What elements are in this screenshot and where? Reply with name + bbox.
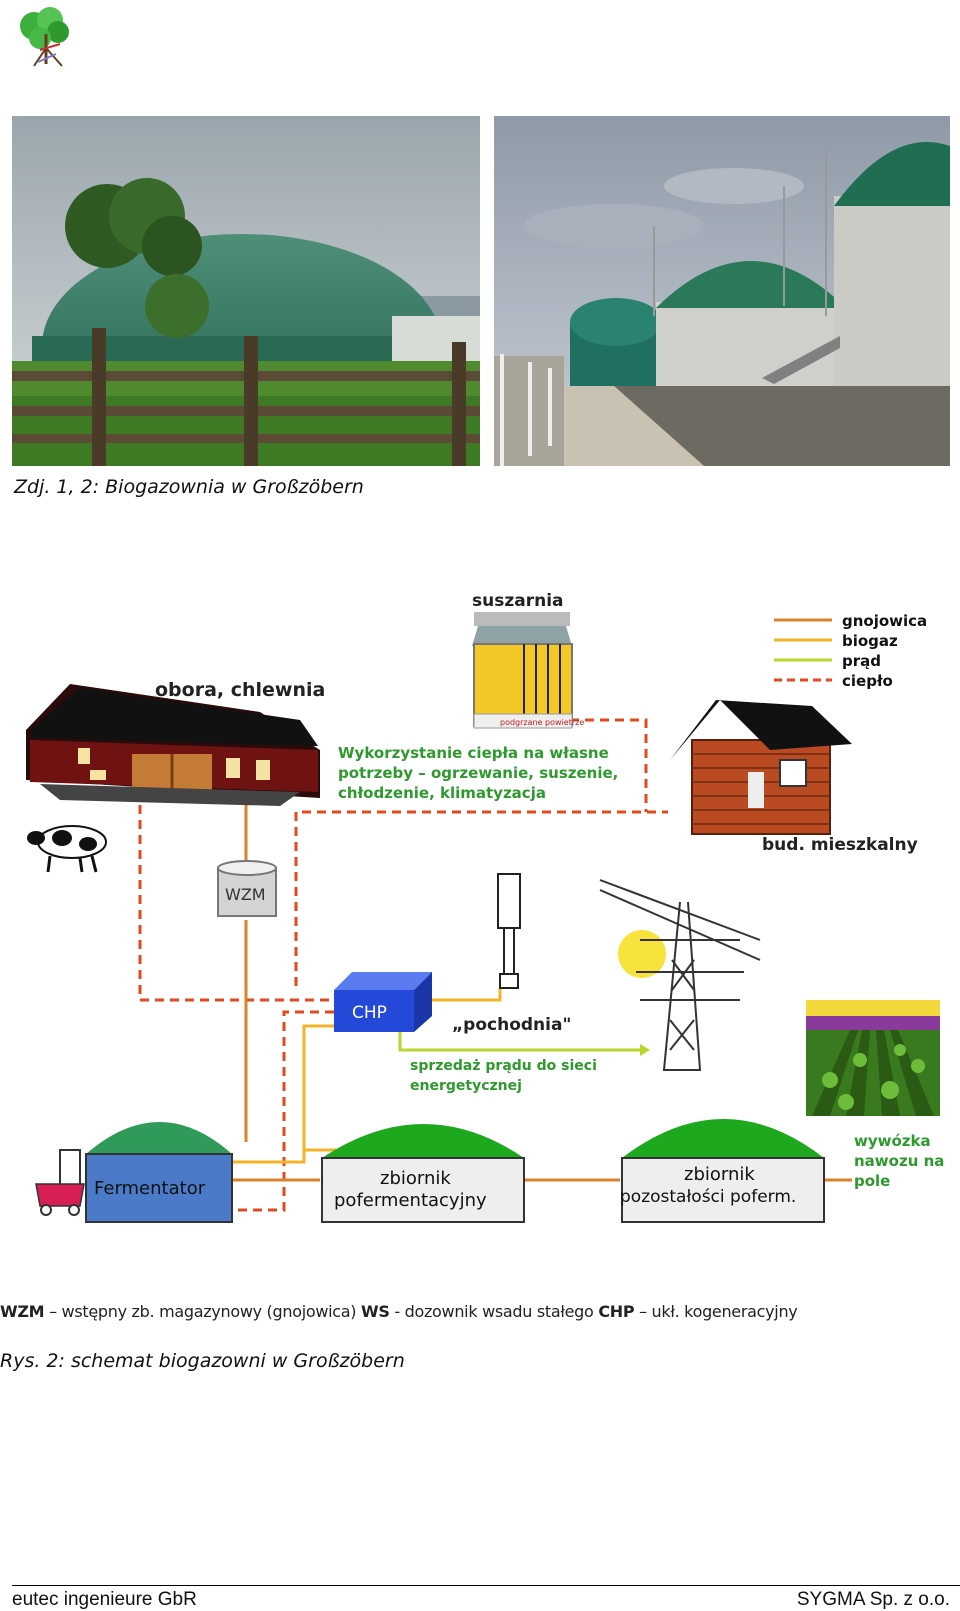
cart-icon bbox=[35, 1149, 85, 1216]
biogas-plant-diagram: gnojowica biogaz prąd ciepło obor bbox=[26, 591, 944, 1223]
footer-left: eutec ingenieure GbR bbox=[12, 1589, 197, 1610]
dryer-icon bbox=[472, 612, 573, 729]
photo-biogas-dome bbox=[12, 116, 480, 466]
house-icon bbox=[670, 700, 852, 835]
label-wywozka-3: pole bbox=[854, 1172, 890, 1190]
label-fermentator: Fermentator bbox=[94, 1178, 206, 1199]
label-suszarnia: suszarnia bbox=[472, 591, 564, 611]
legend: gnojowica biogaz prąd ciepło bbox=[774, 612, 927, 690]
label-obora: obora, chlewnia bbox=[155, 679, 325, 701]
field-icon bbox=[806, 1000, 940, 1116]
pylon-icon bbox=[599, 879, 761, 1071]
label-wykorzystanie-3: chłodzenie, klimatyzacja bbox=[338, 784, 546, 802]
glossary-ws-desc: - dozownik wsadu stałego bbox=[389, 1302, 599, 1321]
barn-icon bbox=[26, 684, 320, 806]
legend-gnojowica: gnojowica bbox=[842, 612, 927, 630]
heat-lines bbox=[138, 718, 668, 1212]
glossary-ws: WS bbox=[360, 1302, 390, 1321]
diagram-caption: Rys. 2: schemat biogazowni w Großzöbern bbox=[0, 1350, 405, 1372]
glossary-wzm-desc: – wstępny zb. magazynowy (gnojowica) bbox=[44, 1302, 361, 1321]
label-zbiornik2-2: pozostałości poferm. bbox=[620, 1187, 796, 1207]
legend-biogaz: biogaz bbox=[842, 632, 898, 650]
photo-biogas-tanks bbox=[494, 116, 950, 466]
glossary-wzm: WZM bbox=[0, 1302, 45, 1321]
residue-tank-icon bbox=[621, 1119, 825, 1223]
torch-icon bbox=[497, 873, 521, 989]
label-sprzedaz-1: sprzedaż prądu do sieci bbox=[410, 1058, 597, 1074]
label-podgrzane: podgrzane powietrze bbox=[500, 718, 584, 727]
label-zbiornik1-2: pofermentacyjny bbox=[334, 1190, 487, 1211]
footer-divider bbox=[12, 1585, 960, 1586]
glossary-chp: CHP bbox=[598, 1302, 635, 1321]
legend-cieplo: ciepło bbox=[842, 672, 893, 690]
label-wywozka-2: nawozu na bbox=[854, 1152, 944, 1170]
label-wzm: WZM bbox=[225, 885, 266, 904]
abbreviation-glossary: WZM – wstępny zb. magazynowy (gnojowica)… bbox=[0, 1302, 960, 1321]
label-pochodnia: „pochodnia" bbox=[452, 1015, 571, 1035]
footer-right: SYGMA Sp. z o.o. bbox=[796, 1589, 950, 1610]
photo-caption: Zdj. 1, 2: Biogazownia w Großzöbern bbox=[14, 476, 364, 498]
label-wykorzystanie-2: potrzeby – ogrzewanie, suszenie, bbox=[338, 764, 618, 782]
post-fermentation-tank-icon bbox=[321, 1124, 525, 1223]
fermentator-icon bbox=[85, 1122, 233, 1223]
label-wykorzystanie-1: Wykorzystanie ciepła na własne bbox=[338, 744, 609, 762]
label-chp: CHP bbox=[352, 1003, 387, 1023]
legend-prad: prąd bbox=[842, 652, 881, 670]
chp-unit-icon bbox=[334, 972, 432, 1032]
label-sprzedaz-2: energetycznej bbox=[410, 1078, 522, 1094]
cow-icon bbox=[27, 825, 107, 873]
label-bud: bud. mieszkalny bbox=[762, 835, 918, 855]
glossary-chp-desc: – ukł. kogeneracyjny bbox=[634, 1302, 798, 1321]
label-zbiornik1-1: zbiornik bbox=[380, 1168, 451, 1189]
tree-logo-icon bbox=[20, 7, 69, 67]
label-wywozka-1: wywózka bbox=[854, 1132, 931, 1150]
label-zbiornik2-1: zbiornik bbox=[684, 1164, 755, 1185]
flow-lines bbox=[232, 802, 852, 1182]
wzm-tank-icon bbox=[217, 860, 277, 917]
